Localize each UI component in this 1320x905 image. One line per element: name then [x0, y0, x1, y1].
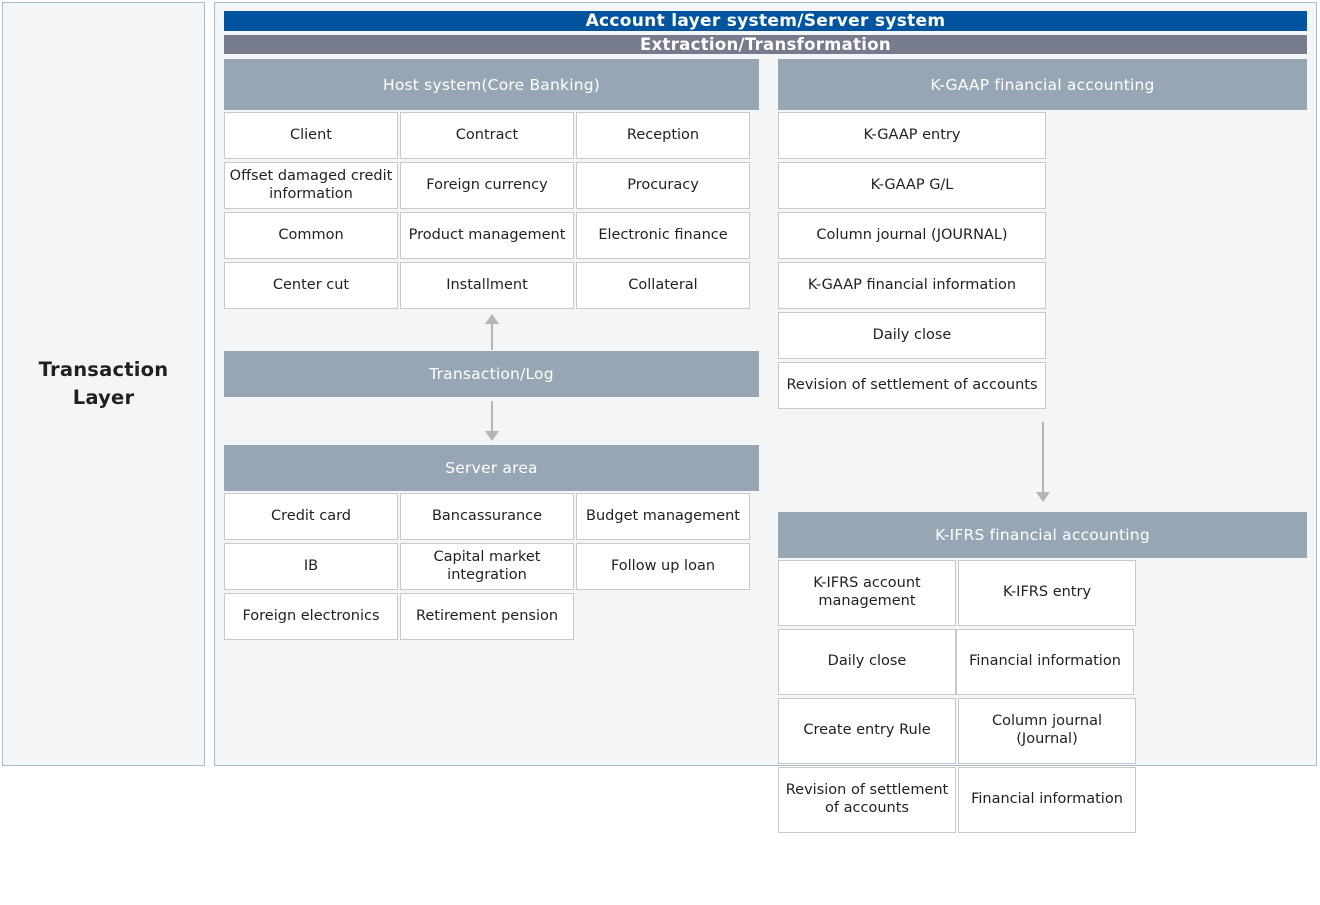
- arrow-head: [484, 431, 499, 441]
- kgaap-cell[interactable]: K-GAAP G/L: [778, 162, 1046, 209]
- left-column: Host system(Core Banking) Client Contrac…: [224, 59, 759, 643]
- kifrs-cell[interactable]: Column journal (Journal): [958, 698, 1136, 764]
- system-diagram-panel: Account layer system/Server system Extra…: [214, 2, 1317, 833]
- extraction-transformation-banner: Extraction/Transformation: [224, 35, 1307, 54]
- right-column: K-GAAP financial accounting K-GAAP entry…: [778, 59, 1307, 905]
- host-system-cell[interactable]: Center cut: [224, 262, 398, 309]
- kifrs-cell[interactable]: Revision of settlement of accounts: [778, 767, 956, 833]
- host-system-cell[interactable]: Product management: [400, 212, 574, 259]
- kgaap-cell[interactable]: Revision of settlement of accounts: [778, 362, 1046, 409]
- server-area-cell[interactable]: Budget management: [576, 493, 750, 540]
- server-area-cell[interactable]: IB: [224, 543, 398, 590]
- arrow-up-icon: [484, 313, 499, 350]
- host-system-cell[interactable]: Offset damaged credit information: [224, 162, 398, 209]
- host-system-group: Host system(Core Banking) Client Contrac…: [224, 59, 759, 312]
- kgaap-grid: K-GAAP entry K-GAAP G/L Column journal (…: [778, 112, 1307, 412]
- kifrs-header: K-IFRS financial accounting: [778, 512, 1307, 558]
- host-system-cell[interactable]: Foreign currency: [400, 162, 574, 209]
- host-system-cell[interactable]: Electronic finance: [576, 212, 750, 259]
- host-system-cell[interactable]: Common: [224, 212, 398, 259]
- kgaap-header: K-GAAP financial accounting: [778, 59, 1307, 110]
- arrow-down-icon: [1035, 422, 1050, 502]
- arrow-down-icon: [484, 401, 499, 441]
- kgaap-cell[interactable]: Daily close: [778, 312, 1046, 359]
- arrow-shaft: [1041, 422, 1044, 494]
- kifrs-cell[interactable]: Daily close: [778, 629, 956, 695]
- layer-title-line-1: Transaction: [38, 357, 169, 381]
- kifrs-group: K-IFRS financial accounting K-IFRS accou…: [778, 512, 1307, 905]
- host-system-cell[interactable]: Contract: [400, 112, 574, 159]
- kifrs-cell[interactable]: K-IFRS entry: [958, 560, 1136, 626]
- server-area-group: Server area Credit card Bancassurance Bu…: [224, 445, 759, 643]
- host-system-cell[interactable]: Procuracy: [576, 162, 750, 209]
- arrow-shaft: [490, 321, 493, 350]
- kifrs-cell-empty: [778, 836, 956, 902]
- host-system-arrow-zone: [224, 312, 759, 351]
- transaction-layer-panel: Transaction Layer: [2, 2, 205, 766]
- kgaap-to-kifrs-arrow-zone: [778, 412, 1307, 512]
- host-system-cell[interactable]: Collateral: [576, 262, 750, 309]
- diagram-columns: Host system(Core Banking) Client Contrac…: [224, 59, 1307, 905]
- host-system-grid: Client Contract Reception Offset damaged…: [224, 112, 759, 312]
- server-area-cell[interactable]: Bancassurance: [400, 493, 574, 540]
- layer-title: Transaction Layer: [39, 356, 169, 413]
- server-area-grid: Credit card Bancassurance Budget managem…: [224, 493, 759, 643]
- kifrs-cell[interactable]: K-IFRS account management: [778, 560, 956, 626]
- server-area-header: Server area: [224, 445, 759, 491]
- host-system-cell[interactable]: Reception: [576, 112, 750, 159]
- kifrs-cell[interactable]: Financial information: [958, 767, 1136, 833]
- server-area-arrow-zone: [224, 397, 759, 445]
- host-system-cell[interactable]: Client: [224, 112, 398, 159]
- architecture-diagram: Transaction Layer Account layer system/S…: [2, 2, 1317, 833]
- host-system-header: Host system(Core Banking): [224, 59, 759, 110]
- kgaap-cell[interactable]: Column journal (JOURNAL): [778, 212, 1046, 259]
- kifrs-cell[interactable]: Financial information: [956, 629, 1134, 695]
- host-system-cell[interactable]: Installment: [400, 262, 574, 309]
- kifrs-cell[interactable]: Create entry Rule: [778, 698, 956, 764]
- account-layer-banner: Account layer system/Server system: [224, 11, 1307, 31]
- transaction-log-header: Transaction/Log: [224, 351, 759, 397]
- kgaap-cell[interactable]: K-GAAP financial information: [778, 262, 1046, 309]
- kgaap-group: K-GAAP financial accounting K-GAAP entry…: [778, 59, 1307, 412]
- kifrs-grid: K-IFRS account management K-IFRS entry D…: [778, 560, 1307, 905]
- arrow-head: [484, 313, 499, 324]
- server-area-cell[interactable]: Follow up loan: [576, 543, 750, 590]
- arrow-head: [1035, 492, 1050, 502]
- kgaap-cell[interactable]: K-GAAP entry: [778, 112, 1046, 159]
- server-area-cell[interactable]: Retirement pension: [400, 593, 574, 640]
- arrow-shaft: [490, 401, 493, 433]
- server-area-cell[interactable]: Foreign electronics: [224, 593, 398, 640]
- server-area-cell[interactable]: Capital market integration: [400, 543, 574, 590]
- server-area-cell[interactable]: Credit card: [224, 493, 398, 540]
- layer-title-line-2: Layer: [72, 386, 135, 409]
